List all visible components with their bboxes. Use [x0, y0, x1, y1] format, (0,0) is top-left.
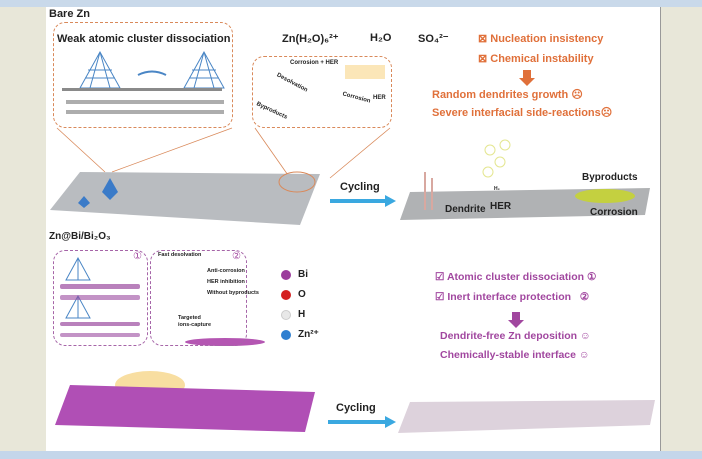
zn-bi-title: Zn@Bi/Bi₂O₃: [49, 231, 111, 242]
o-atom-icon: [281, 290, 291, 300]
cycling-label-bottom: Cycling: [336, 402, 376, 414]
benefit-2: ☑ Inert interface protection ②: [435, 291, 590, 303]
legend-zn-complex: Zn(H₂O)₆²⁺: [282, 33, 339, 45]
her-inhibition-label: HER inhibition: [207, 279, 245, 285]
water-highlight: [345, 65, 385, 79]
protection-box-2: [150, 250, 247, 346]
result-1: Random dendrites growth ☹: [432, 89, 583, 101]
her-after-label: HER: [490, 201, 512, 212]
cluster-box-1: [53, 250, 148, 346]
result-stable-interface: Chemically-stable interface ☺: [440, 349, 590, 361]
her-label: HER: [373, 95, 386, 101]
orange-down-arrow: [519, 70, 535, 86]
result-dendrite-free: Dendrite-free Zn deposition ☺: [440, 330, 591, 342]
h2-bubbles: [482, 139, 511, 178]
legend-sulfate: SO₄²⁻: [418, 33, 449, 45]
issue-1: ⊠ Nucleation insistency: [478, 33, 604, 45]
bare-zn-plate: [50, 172, 320, 225]
fast-desolvation-label: Fast desolvation: [158, 252, 202, 258]
ions-capture-label: ions-capture: [178, 322, 212, 328]
bi-atoms: [60, 284, 140, 337]
zn-crystal: [102, 178, 118, 200]
legend-h: H: [298, 309, 306, 320]
h-atom-icon: [281, 310, 291, 320]
dendrites: [424, 172, 433, 210]
cycled-zn-bi-plate: [398, 400, 655, 433]
legend-zn: Zn²⁺: [298, 329, 319, 340]
corrosion-her-label: Corrosion + HER: [290, 60, 339, 66]
corrosion-after-label: Corrosion: [590, 207, 638, 218]
byproduct-deposit: [575, 189, 635, 203]
zn-bi-plate: [55, 385, 315, 432]
bottom-strip: [0, 451, 702, 459]
zn-atom-rows: [62, 88, 224, 114]
benefit-1: ☑ Atomic cluster dissociation ①: [435, 271, 597, 283]
h2-label: H₂: [494, 186, 500, 192]
zn-ion-icon: [281, 330, 291, 340]
result-2: Severe interfacial side-reactions☹: [432, 107, 613, 119]
issue-2: ⊠ Chemical instability: [478, 53, 594, 65]
anti-corrosion-label: Anti-corrosion: [207, 268, 245, 274]
cycling-label-top: Cycling: [340, 181, 380, 193]
legend-bi: Bi: [298, 269, 308, 280]
without-byproducts-label: Without byproducts: [207, 290, 259, 296]
bi-atom-icon: [281, 270, 291, 280]
legend-o: O: [298, 289, 306, 300]
highlight-circle: [278, 171, 316, 193]
byproducts-after-label: Byproducts: [582, 172, 638, 183]
cluster-box: [53, 22, 233, 128]
box-1-number: ①: [133, 251, 142, 262]
reaction-box: [252, 56, 392, 128]
box-2-number: ②: [232, 251, 241, 262]
legend-water: H₂O: [370, 32, 392, 44]
purple-down-arrow: [508, 312, 524, 328]
targeted-label: Targeted: [178, 315, 201, 321]
cluster-box-title: Weak atomic cluster dissociation: [57, 33, 231, 45]
zoom-lines: [56, 127, 391, 179]
top-strip: [0, 0, 702, 7]
curved-arrow: [137, 70, 167, 76]
bare-zn-title: Bare Zn: [49, 8, 90, 20]
dendrite-label: Dendrite: [445, 204, 486, 215]
